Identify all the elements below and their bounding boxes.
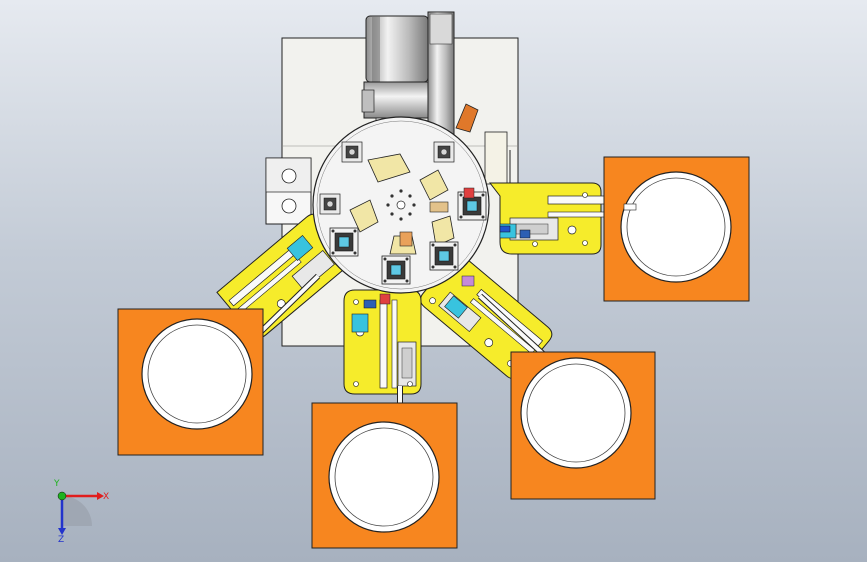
vibratory-bowl-south-east bbox=[510, 351, 656, 500]
side-bracket-left bbox=[265, 157, 312, 225]
drive-motor-assembly bbox=[361, 11, 455, 143]
rotary-turntable bbox=[312, 116, 511, 305]
vibratory-bowl-south bbox=[311, 402, 458, 549]
motor-mount-bracket bbox=[455, 103, 479, 133]
vibratory-bowl-east bbox=[603, 156, 750, 302]
z-axis-label: Z bbox=[58, 535, 64, 545]
center-hub bbox=[386, 189, 416, 221]
orientation-triad[interactable]: X Y Z bbox=[53, 479, 109, 545]
z-axis-arrowhead bbox=[58, 528, 66, 535]
y-axis-dot bbox=[57, 491, 67, 501]
y-axis-label: Y bbox=[53, 479, 60, 489]
vibratory-bowl-south-west bbox=[117, 308, 264, 456]
x-axis-label: X bbox=[103, 492, 109, 502]
x-axis-arrowhead bbox=[97, 492, 104, 500]
station-east bbox=[488, 182, 631, 255]
